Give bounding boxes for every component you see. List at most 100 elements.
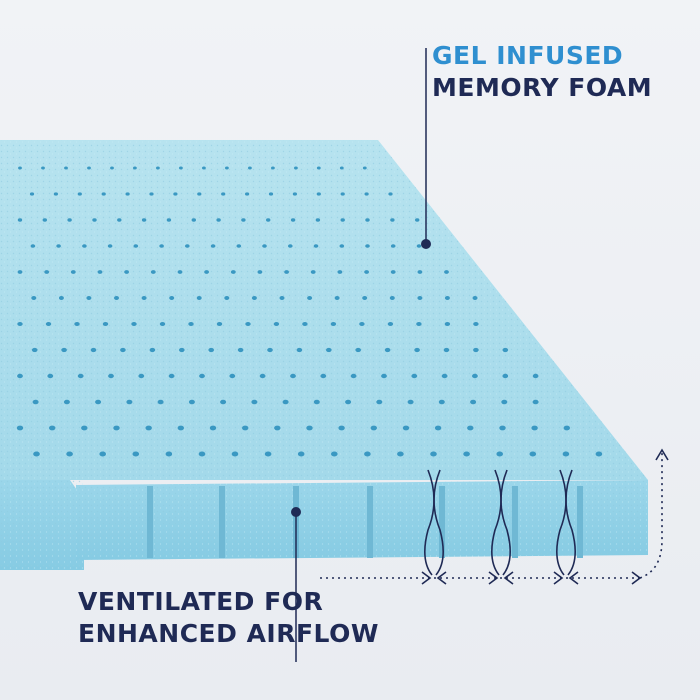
perforation-hole	[225, 166, 229, 170]
perforation-hole	[33, 451, 40, 457]
perforation-hole	[216, 322, 223, 326]
perforation-hole	[30, 244, 36, 248]
perforation-hole	[251, 296, 257, 300]
gel-infused-callout: GEL INFUSED MEMORY FOAM	[432, 40, 652, 104]
perforation-hole	[17, 322, 23, 326]
perforation-hole	[95, 399, 102, 405]
perforation-hole	[159, 244, 164, 248]
perforation-hole	[337, 270, 343, 274]
perforation-hole	[99, 451, 106, 457]
ventilation-slot	[439, 486, 445, 558]
perforation-hole	[77, 192, 82, 196]
perforation-hole	[198, 451, 206, 457]
ventilation-slot	[577, 486, 583, 558]
perforation-hole	[63, 399, 70, 405]
perforation-hole	[444, 322, 451, 326]
perforation-hole	[339, 166, 344, 170]
perforation-hole	[210, 244, 216, 248]
perforation-hole	[387, 322, 394, 326]
perforation-hole	[502, 373, 509, 379]
perforation-hole	[502, 347, 509, 353]
perforation-hole	[149, 192, 154, 196]
perforation-hole	[267, 347, 273, 353]
perforation-hole	[113, 425, 120, 431]
perforation-hole	[345, 399, 352, 405]
perforation-hole	[133, 244, 139, 248]
perforation-hole	[473, 347, 479, 353]
perforation-hole	[125, 192, 130, 196]
perforation-holes	[16, 166, 603, 457]
perforation-hole	[61, 347, 67, 353]
perforation-hole	[266, 218, 271, 222]
ventilation-slot	[147, 486, 153, 558]
perforation-hole	[365, 244, 370, 248]
perforation-hole	[496, 451, 504, 457]
perforation-hole	[340, 192, 345, 196]
perforation-hole	[208, 347, 214, 353]
perforation-hole	[168, 373, 175, 379]
perforation-hole	[364, 451, 371, 457]
perforation-hole	[117, 218, 122, 222]
perforation-hole	[296, 347, 303, 353]
perforation-hole	[32, 399, 39, 405]
perforation-hole	[70, 270, 76, 274]
perforation-hole	[242, 425, 249, 431]
perforation-hole	[58, 296, 64, 300]
perforation-hole	[302, 322, 308, 326]
perforation-hole	[169, 296, 175, 300]
perforation-hole	[316, 192, 321, 196]
perforation-hole	[86, 296, 92, 300]
perforation-hole	[177, 425, 184, 431]
perforation-hole	[31, 347, 38, 353]
perforation-hole	[53, 192, 59, 196]
perforation-hole	[179, 166, 183, 170]
perforation-hole	[390, 270, 396, 274]
perforation-hole	[315, 218, 321, 222]
callout-accent-text: GEL INFUSED	[432, 41, 624, 70]
perforation-hole	[141, 296, 147, 300]
perforation-hole	[292, 192, 297, 196]
perforation-hole	[92, 218, 97, 222]
perforation-hole	[290, 373, 296, 379]
perforation-hole	[316, 166, 321, 170]
perforation-hole	[444, 296, 450, 300]
ventilated-callout: VENTILATED FOR ENHANCED AIRFLOW	[78, 586, 378, 650]
perforation-hole	[355, 347, 362, 353]
callout-dot-top	[421, 239, 431, 249]
perforation-hole	[97, 270, 103, 274]
perforation-hole	[188, 399, 195, 405]
perforation-hole	[397, 451, 404, 457]
perforation-hole	[141, 218, 147, 222]
perforation-hole	[330, 322, 337, 326]
perforation-hole	[124, 270, 129, 274]
perforation-hole	[268, 192, 274, 196]
perforation-hole	[501, 399, 508, 405]
perforation-hole	[470, 399, 477, 405]
perforation-hole	[157, 399, 164, 405]
perforation-hole	[562, 451, 570, 457]
perforation-hole	[339, 244, 345, 248]
perforation-hole	[274, 425, 281, 431]
perforation-hole	[45, 322, 52, 326]
perforation-hole	[532, 399, 539, 405]
perforation-hole	[264, 451, 272, 457]
perforation-hole	[114, 296, 119, 300]
perforation-hole	[532, 373, 539, 379]
perforation-hole	[231, 451, 239, 457]
perforation-hole	[313, 399, 320, 405]
perforation-hole	[87, 166, 91, 170]
perforation-hole	[47, 373, 54, 379]
perforation-hole	[331, 451, 338, 457]
perforation-hole	[563, 425, 570, 431]
perforation-hole	[306, 425, 313, 431]
perforation-hole	[196, 296, 202, 300]
perforation-hole	[499, 425, 506, 431]
perforation-hole	[340, 218, 345, 222]
perforation-hole	[251, 399, 258, 405]
perforation-hole	[31, 296, 37, 300]
perforation-hole	[150, 270, 156, 274]
perforation-hole	[221, 192, 226, 196]
perforation-hole	[67, 218, 72, 222]
perforation-hole	[595, 451, 603, 457]
